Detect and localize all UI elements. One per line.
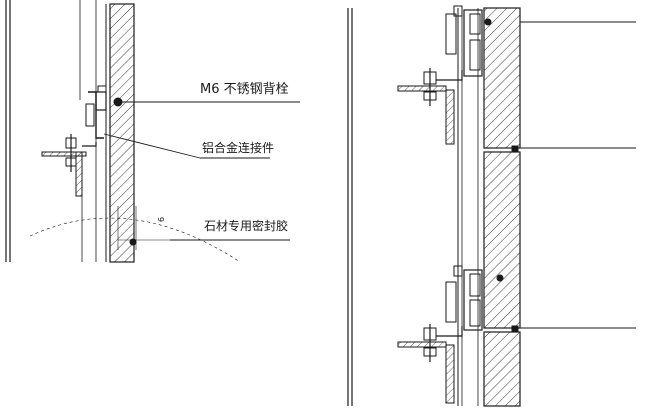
bolt-plate <box>445 281 457 323</box>
bracket-horizontal <box>397 85 447 92</box>
stone-panel-middle <box>483 151 521 329</box>
bolt-head <box>453 265 463 277</box>
bolt-head <box>97 85 107 93</box>
label-sealant: 石材专用密封胶 <box>204 218 288 233</box>
bracket-link <box>82 142 97 147</box>
label-connector: 铝合金连接件 <box>202 140 274 155</box>
sealant-dot <box>511 145 519 153</box>
connector-clip <box>469 273 481 297</box>
leader-connector <box>103 133 201 159</box>
stone-panel-upper <box>483 7 521 149</box>
stone-panel-lower <box>483 331 521 407</box>
connector-clip <box>95 91 107 111</box>
bolt-head <box>453 5 463 17</box>
connector-upper <box>463 9 483 77</box>
angle-steel-horizontal <box>41 151 87 157</box>
angle-steel-lower <box>445 344 455 404</box>
right-detail <box>347 5 636 407</box>
arc-line <box>29 217 241 263</box>
sealant-dot <box>511 325 519 333</box>
sealant-dot <box>129 238 137 246</box>
label-gap: 6 <box>157 217 166 222</box>
bolt-plate <box>445 13 457 55</box>
bracket-link <box>436 70 463 81</box>
connector-lower <box>463 269 483 331</box>
connector-clip <box>469 39 481 71</box>
label-bolt: M6 不锈钢背栓 <box>200 82 289 97</box>
angle-steel-vertical <box>75 151 83 197</box>
aluminum-connector <box>88 91 104 139</box>
bracket-horizontal <box>397 341 447 348</box>
bolt-dot <box>113 97 123 107</box>
bolt-dot <box>484 18 492 26</box>
connector-clip <box>469 13 481 35</box>
bolt-dot <box>496 274 504 282</box>
connector-block <box>85 103 95 127</box>
bracket-link <box>436 326 463 337</box>
left-detail <box>5 0 300 263</box>
stone-panel <box>109 3 135 263</box>
angle-steel-upper <box>445 89 455 145</box>
connector-clip <box>469 299 481 327</box>
